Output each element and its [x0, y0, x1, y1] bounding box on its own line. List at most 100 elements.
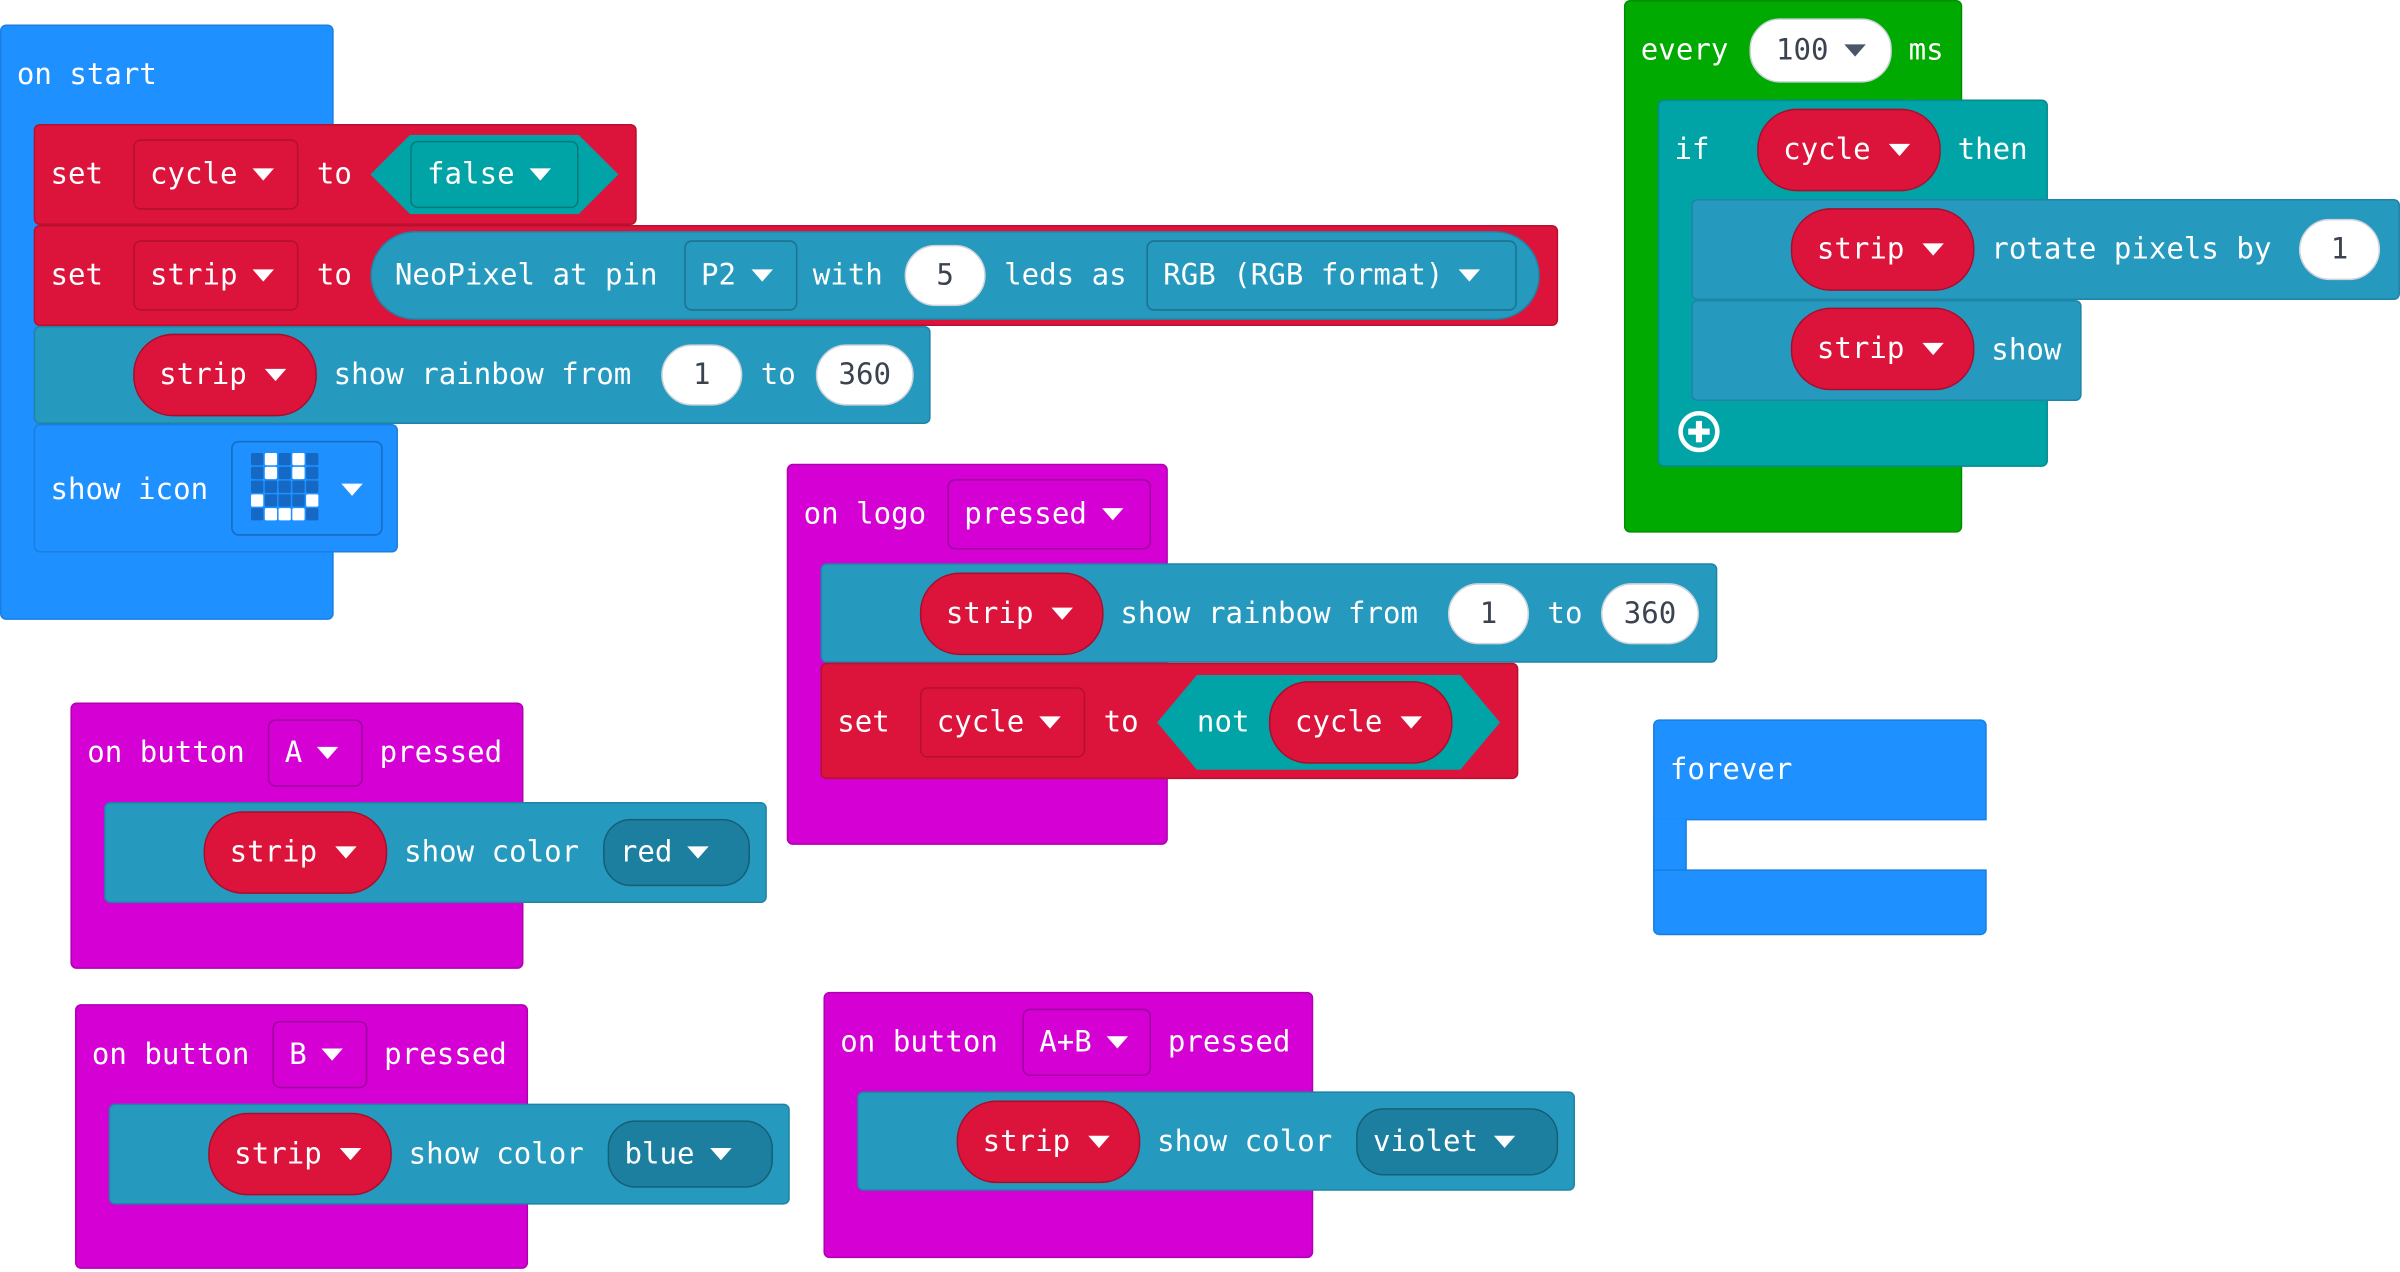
variable-name: strip — [1816, 332, 1905, 366]
led-on — [292, 466, 305, 480]
chevron-down-icon — [335, 846, 357, 859]
forever-bottom[interactable] — [1653, 869, 1987, 936]
rotate-value: 1 — [2330, 232, 2349, 267]
if-keyword: if — [1674, 133, 1710, 167]
led-off — [292, 480, 305, 493]
rainbow-to-input[interactable]: 360 — [815, 344, 914, 406]
variable-name: cycle — [1783, 133, 1871, 167]
chevron-down-icon — [1922, 342, 1945, 356]
color-value: red — [619, 835, 673, 870]
then-keyword: then — [1957, 133, 2028, 167]
led-on — [292, 508, 305, 521]
variable-name: strip — [234, 1137, 322, 1171]
to-value: 360 — [1623, 596, 1677, 631]
forever-spine — [1653, 818, 1687, 873]
strip-variable-pill[interactable]: strip — [208, 1112, 392, 1196]
led-off — [251, 508, 264, 521]
button-value: A — [284, 736, 303, 770]
variable-dropdown-cycle[interactable]: cycle — [919, 687, 1086, 758]
chevron-down-icon — [1088, 1135, 1110, 1148]
chevron-down-icon — [1051, 607, 1074, 620]
chevron-down-icon — [751, 269, 773, 282]
chevron-down-icon — [1039, 716, 1062, 729]
variable-name: strip — [1816, 232, 1905, 267]
led-off — [278, 480, 291, 493]
variable-name: strip — [229, 835, 318, 870]
led-on — [306, 494, 319, 507]
led-off — [264, 494, 278, 507]
led-off — [251, 466, 264, 480]
variable-dropdown-cycle[interactable]: cycle — [133, 139, 299, 210]
to-keyword: to — [316, 258, 352, 293]
pressed-label: pressed — [379, 736, 503, 770]
with-keyword: with — [812, 258, 883, 293]
strip-variable-pill[interactable]: strip — [1790, 208, 1975, 291]
boolean-dropdown[interactable]: false — [410, 140, 579, 209]
led-off — [251, 453, 264, 466]
pin-dropdown[interactable]: P2 — [684, 240, 798, 311]
not-keyword: not — [1196, 705, 1250, 740]
logo-event-dropdown[interactable]: pressed — [947, 479, 1152, 550]
chevron-down-icon — [709, 1147, 732, 1161]
strip-variable-pill[interactable]: strip — [203, 811, 388, 894]
chevron-down-icon — [529, 168, 552, 181]
on-logo-label: on logo — [803, 497, 927, 532]
chevron-down-icon — [322, 1048, 344, 1061]
chevron-down-icon — [252, 269, 275, 282]
variable-dropdown-strip[interactable]: strip — [133, 240, 299, 311]
on-button-label: on button — [87, 736, 245, 770]
rainbow-from-input[interactable]: 1 — [661, 344, 743, 406]
rotate-amount-input[interactable]: 1 — [2298, 218, 2381, 281]
chevron-down-icon — [1493, 1135, 1515, 1148]
interval-dropdown[interactable]: 100 — [1749, 18, 1892, 83]
show-color-label: show color — [408, 1137, 584, 1171]
chevron-down-icon — [1922, 243, 1945, 256]
show-icon-label: show icon — [50, 472, 209, 507]
leds-count-input[interactable]: 5 — [904, 244, 986, 307]
chevron-down-icon — [317, 746, 339, 760]
set-keyword: set — [50, 157, 104, 192]
led-on — [264, 508, 278, 521]
button-dropdown[interactable]: A+B — [1022, 1008, 1152, 1077]
color-dropdown[interactable]: violet — [1356, 1108, 1559, 1176]
pin-value: P2 — [701, 258, 737, 293]
forever-top[interactable] — [1653, 719, 1987, 821]
button-dropdown[interactable]: A — [267, 719, 363, 787]
to-value: 360 — [838, 358, 892, 392]
chevron-down-icon — [1400, 716, 1423, 729]
cycle-variable-pill[interactable]: cycle — [1268, 681, 1453, 764]
color-dropdown[interactable]: red — [603, 818, 750, 887]
strip-variable-pill[interactable]: strip — [133, 333, 317, 417]
format-dropdown[interactable]: RGB (RGB format) — [1146, 240, 1517, 311]
led-on — [264, 453, 278, 466]
show-label: show — [1991, 333, 2062, 368]
led-off — [306, 466, 319, 480]
to-keyword: to — [316, 157, 352, 192]
strip-variable-pill[interactable]: strip — [1790, 307, 1975, 391]
set-keyword: set — [837, 705, 890, 740]
event-value: pressed — [964, 497, 1087, 532]
button-value: B — [289, 1037, 307, 1072]
variable-name: cycle — [936, 705, 1025, 740]
set-keyword: set — [50, 258, 104, 293]
neopixel-label: NeoPixel at pin — [394, 258, 658, 293]
led-off — [292, 494, 305, 507]
chevron-down-icon — [1843, 44, 1866, 57]
color-dropdown[interactable]: blue — [607, 1120, 773, 1188]
chevron-down-icon — [1458, 269, 1481, 282]
pressed-label: pressed — [1167, 1025, 1291, 1060]
led-on — [278, 508, 291, 521]
strip-variable-pill[interactable]: strip — [919, 572, 1104, 656]
strip-variable-pill[interactable]: strip — [956, 1100, 1141, 1184]
variable-name: strip — [159, 358, 247, 392]
rainbow-from-input[interactable]: 1 — [1447, 583, 1530, 645]
boolean-value: false — [427, 157, 515, 192]
cycle-variable-pill[interactable]: cycle — [1757, 108, 1941, 192]
pressed-label: pressed — [384, 1037, 507, 1072]
plus-circle-icon[interactable] — [1678, 410, 1721, 453]
chevron-down-icon — [1889, 143, 1911, 157]
rainbow-to-input[interactable]: 360 — [1601, 583, 1699, 645]
button-dropdown[interactable]: B — [272, 1020, 368, 1089]
show-color-label: show color — [1157, 1124, 1333, 1159]
